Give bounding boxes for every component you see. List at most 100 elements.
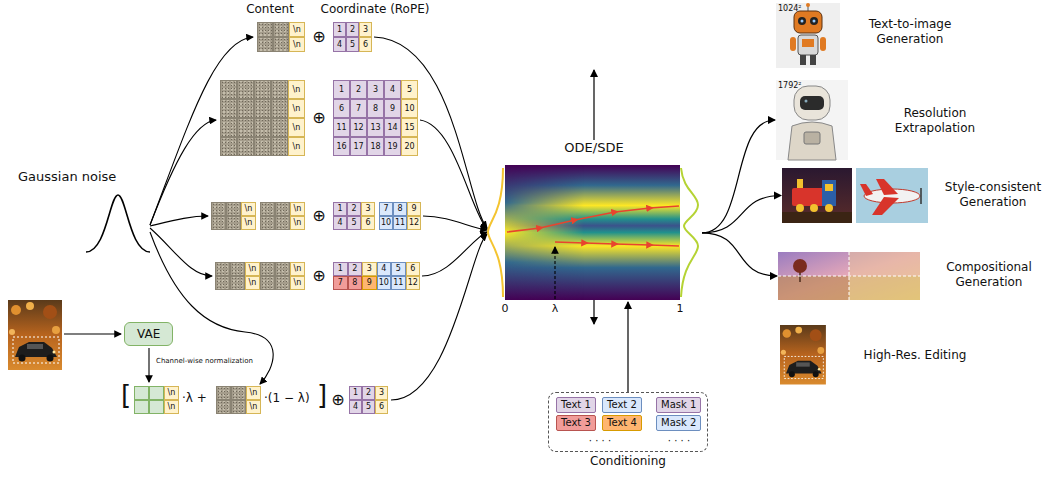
direct-sum: ⊕ [312,109,325,127]
newline-token: \n [246,386,261,400]
noise-cell [275,202,290,216]
node-label: Text 4 [607,417,637,429]
coordinate-arrows [374,37,487,400]
robot-image-large [788,122,836,160]
composition-image [778,276,849,300]
bracket: [ [121,381,131,411]
robot-image-large [800,96,824,110]
noise-cell [231,400,246,414]
flow-plot-art [681,168,698,297]
coordinate-arrows [391,234,487,400]
flow-plot: ODE/SDE [486,140,702,300]
condition-chip: Text 1 [556,397,596,413]
math-term: ·(1 − λ) [264,392,310,406]
latent-cell [149,386,164,400]
noise-arrows [150,228,212,276]
robot-image-large [804,132,820,144]
noise-cell [237,137,254,156]
output-image: 1024²Text-to-image Generation [776,3,840,68]
style-images [782,168,852,223]
node-label: Text 3 [561,417,591,429]
condition-chip: Text 3 [556,415,596,431]
node-label: Compositional Generation [930,260,1048,290]
position-index: 12 [350,118,367,137]
flow-plot-art [488,168,503,297]
noise-cell [215,262,230,276]
newline-token: \n [290,276,305,290]
newline-token: \n [241,216,256,230]
position-index: 3 [375,386,388,400]
newline-token: \n [288,118,305,137]
node-label: ODE/SDE [486,140,702,156]
latent-cell [134,386,149,400]
noise-cell [260,262,275,276]
noise-cell [216,386,231,400]
output-image: High-Res. Editing [780,325,826,385]
flow-plot-art [505,165,680,300]
flow-arrow [702,233,777,276]
position-index: 3 [361,202,375,216]
flow-plot-art [505,165,680,300]
noise-cell [260,276,275,290]
input-photo [8,300,62,370]
gaussian-curve [86,195,150,252]
column-header: Content [246,3,294,17]
position-index: 4 [377,262,392,276]
condition-chip: Mask 1 [656,397,701,413]
node-label: Conditioning [549,454,707,468]
position-index: 8 [393,202,407,216]
newline-token: \n [289,22,305,37]
axis-tick: 0 [502,303,509,316]
noise-cell [275,216,290,230]
axis-tick: λ [552,303,559,316]
position-index: 2 [347,202,361,216]
node-label: VAE [137,327,160,341]
output-image: Compositional Generation [778,252,920,300]
position-index: 1 [333,22,346,37]
latent-cell [149,400,164,414]
noise-cell [211,202,226,216]
noise-cell [254,118,271,137]
style-images [920,188,922,204]
position-index: 2 [346,22,359,37]
noise-cell [271,118,288,137]
style-images [825,184,833,191]
position-index: 1 [333,262,348,276]
position-index: 18 [367,137,384,156]
position-index: 1 [333,202,347,216]
robot-image [820,37,826,51]
noise-arrows [150,216,208,226]
output-image: Style-consistent Generation [782,168,928,223]
noise-cell [254,80,271,99]
position-index: 10 [377,276,392,290]
newline-token: \n [289,37,305,52]
position-index: 5 [346,37,359,52]
position-index: 2 [350,80,367,99]
noise-cell [257,22,273,37]
flow-arrow [627,302,628,392]
position-index: 10 [401,99,418,118]
style-images [797,179,803,188]
noise-cell [273,22,289,37]
node-label: Resolution Extrapolation [880,106,990,136]
style-images [872,197,899,215]
position-index: 4 [333,216,347,230]
style-images [860,184,873,196]
newline-token: \n [164,386,179,400]
position-index: 9 [362,276,377,290]
noise-cell [254,137,271,156]
position-index: 10 [379,216,393,230]
robot-image-large [776,80,848,160]
noise-cell [220,137,237,156]
position-index: 13 [367,118,384,137]
position-index: 12 [407,216,421,230]
noise-cell [271,137,288,156]
noise-cell [260,216,275,230]
node-label: Mask 1 [661,399,696,411]
newline-token: \n [241,202,256,216]
position-index: 3 [362,262,377,276]
newline-token: \n [245,276,260,290]
noise-cell [260,202,275,216]
robot-image [810,55,816,65]
